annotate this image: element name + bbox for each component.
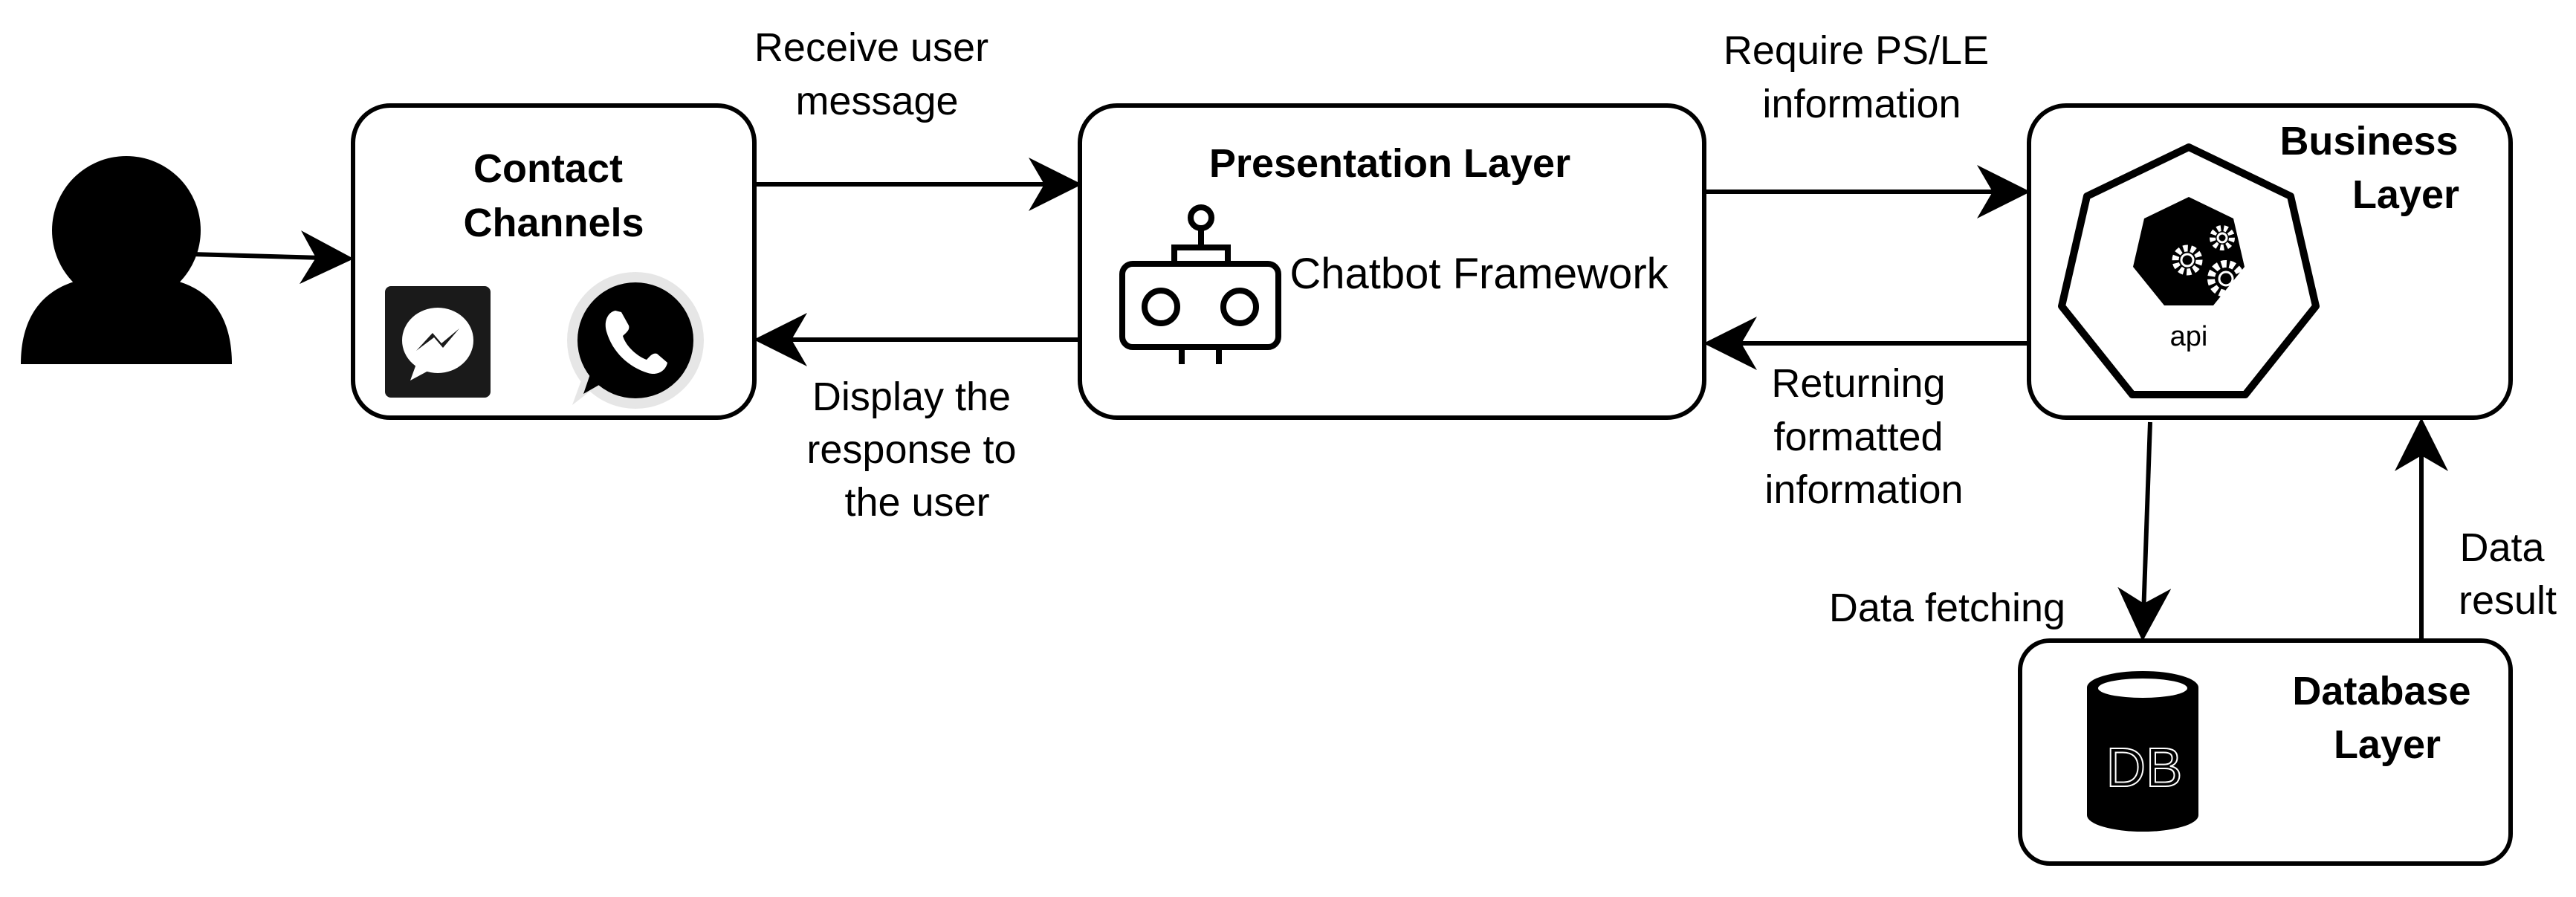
business-layer-box: Business Layer api xyxy=(2027,103,2513,420)
returning-information-label: Returning formatted information xyxy=(1764,361,1963,512)
chatbot-framework-label: Chatbot Framework xyxy=(1289,250,1669,298)
user-silhouette-icon xyxy=(21,156,232,364)
api-label: api xyxy=(2170,321,2208,352)
business-layer-title: Business Layer xyxy=(2279,119,2469,217)
messenger-icon xyxy=(385,286,491,398)
robot-icon xyxy=(1119,204,1281,364)
data-fetching-label: Data fetching xyxy=(1829,586,2065,630)
arrow-business-to-database xyxy=(2117,421,2172,641)
display-response-label: Display the response to the user xyxy=(806,375,1027,525)
database-cylinder-icon: DB xyxy=(2087,671,2198,832)
arrows xyxy=(191,158,2448,641)
db-label: DB xyxy=(2106,736,2183,798)
arrow-user-to-channels xyxy=(191,230,354,285)
contact-channels-title: Contact Channels xyxy=(463,146,644,245)
receive-message-label: Receive user message xyxy=(754,25,1000,123)
contact-channels-box: Contact Channels xyxy=(351,103,757,420)
api-gears-icon: api xyxy=(2058,143,2320,398)
database-layer-title: Database Layer xyxy=(2292,669,2482,767)
whatsapp-icon xyxy=(567,272,704,409)
data-result-label: Data result xyxy=(2459,525,2557,623)
presentation-layer-title: Presentation Layer xyxy=(1209,141,1570,186)
presentation-layer-box: Presentation Layer Chatbot Framework xyxy=(1078,103,1706,420)
database-layer-box: Database Layer DB xyxy=(2018,638,2513,866)
require-information-label: Require PS/LE information xyxy=(1724,28,2000,126)
